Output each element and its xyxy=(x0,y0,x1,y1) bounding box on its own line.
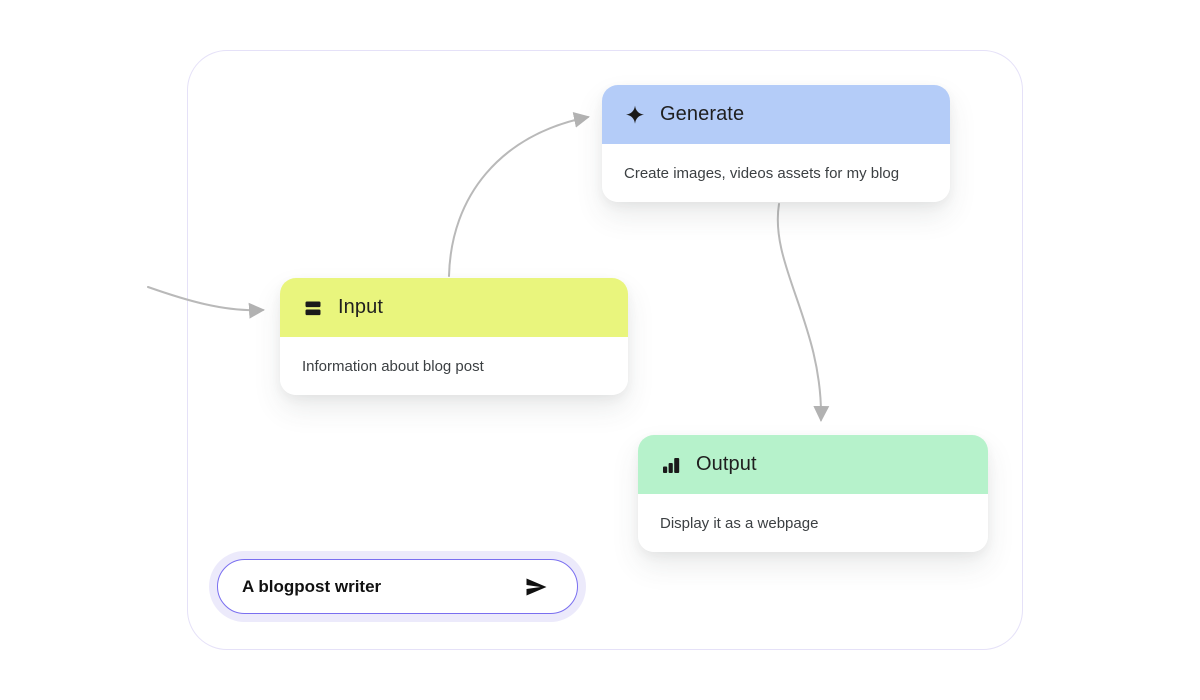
node-input[interactable]: Input Information about blog post xyxy=(280,278,628,395)
node-generate-body: Create images, videos assets for my blog xyxy=(602,144,950,202)
node-output[interactable]: Output Display it as a webpage xyxy=(638,435,988,552)
send-button[interactable] xyxy=(523,575,549,599)
node-generate-header[interactable]: Generate xyxy=(602,85,950,144)
prompt-input[interactable] xyxy=(242,576,492,597)
node-input-header[interactable]: Input xyxy=(280,278,628,337)
send-icon xyxy=(523,575,549,599)
node-input-title: Input xyxy=(338,296,383,318)
prompt-bar-halo xyxy=(209,551,586,622)
node-generate[interactable]: Generate Create images, videos assets fo… xyxy=(602,85,950,202)
sparkle-icon xyxy=(624,104,646,126)
node-generate-description: Create images, videos assets for my blog xyxy=(624,164,900,182)
input-bars-icon xyxy=(302,297,324,319)
bar-chart-icon xyxy=(660,454,682,476)
node-input-body: Information about blog post xyxy=(280,337,628,395)
node-generate-title: Generate xyxy=(660,103,745,125)
node-output-body: Display it as a webpage xyxy=(638,494,988,552)
node-output-title: Output xyxy=(696,453,757,475)
node-output-description: Display it as a webpage xyxy=(660,514,819,532)
node-input-description: Information about blog post xyxy=(302,357,484,375)
prompt-bar[interactable] xyxy=(217,559,578,614)
node-output-header[interactable]: Output xyxy=(638,435,988,494)
